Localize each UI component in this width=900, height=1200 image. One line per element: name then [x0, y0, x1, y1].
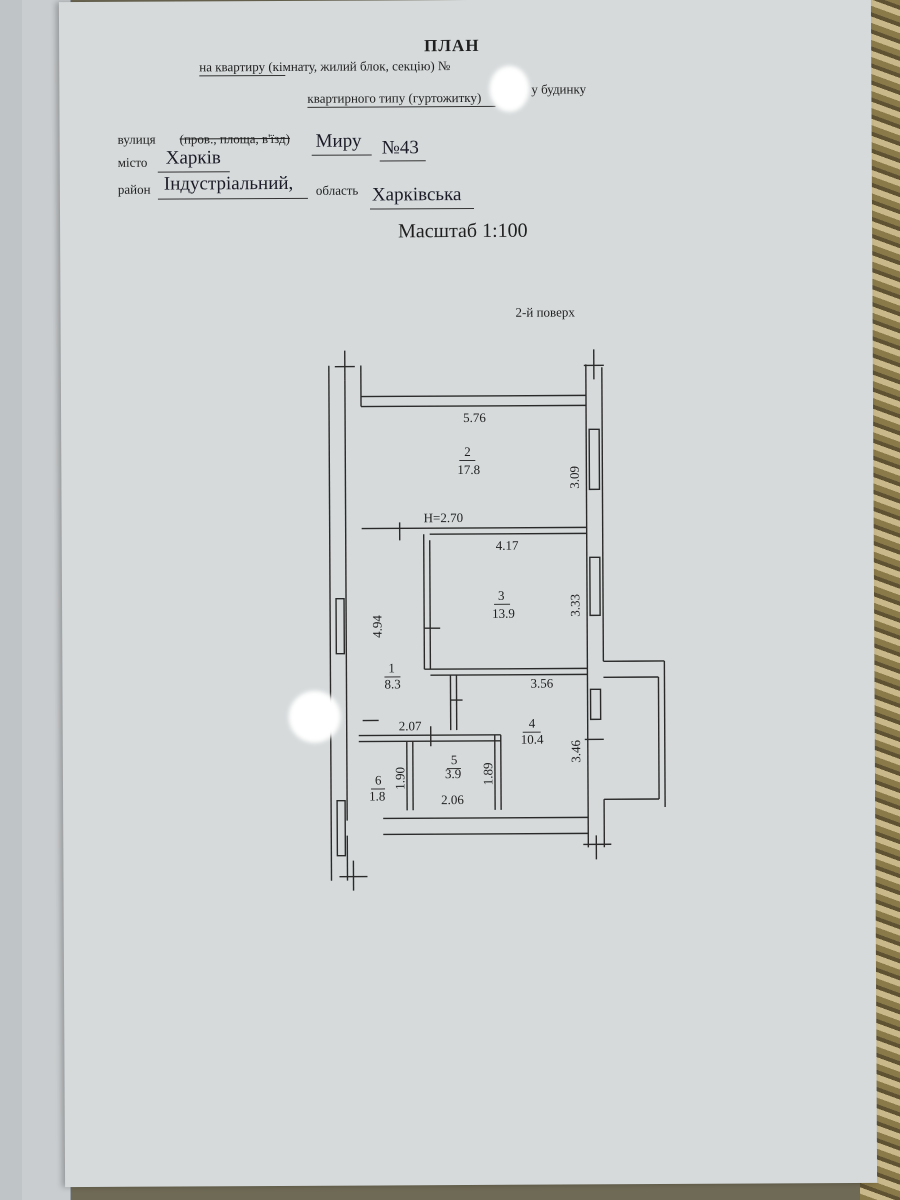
- redaction-blot: [489, 65, 530, 112]
- dim-room-3-width: 4.17: [495, 537, 519, 553]
- dim-room-2-width: 5.76: [463, 409, 486, 426]
- room-3-number: 3: [497, 587, 505, 603]
- dim-room-6-depth: 1.90: [392, 766, 408, 790]
- room-3-area: 13.9: [492, 605, 515, 621]
- room-1-number: 1: [388, 660, 395, 676]
- dim-room-4-depth: 3.46: [568, 740, 584, 763]
- dim-room-4-width: 3.56: [530, 675, 554, 691]
- floor-plan: [328, 349, 666, 891]
- dim-room-5-width: 2.06: [441, 792, 464, 808]
- back-sheet-edge: [0, 0, 22, 1200]
- dim-hall-width: 2.07: [398, 718, 422, 734]
- room-6-area: 1.8: [369, 788, 386, 804]
- dim-room-1-depth: 4.94: [369, 615, 385, 638]
- room-2-area: 17.8: [457, 461, 481, 478]
- room-4-area: 10.4: [520, 731, 544, 747]
- dim-room-3-depth: 3.33: [567, 594, 583, 617]
- document-page: ПЛАН на квартиру (кімнату, жилий блок, с…: [58, 0, 878, 1188]
- ceiling-height: H=2.70: [423, 510, 464, 526]
- room-5-area: 3.9: [444, 766, 462, 782]
- room-2-number: 2: [464, 443, 471, 460]
- room-1-area: 8.3: [384, 676, 401, 692]
- room-6-number: 6: [374, 772, 382, 788]
- dim-room-2-depth: 3.09: [566, 466, 582, 489]
- redaction-blot: [288, 690, 341, 743]
- dim-room-5-depth: 1.89: [480, 762, 496, 786]
- room-4-number: 4: [528, 715, 536, 731]
